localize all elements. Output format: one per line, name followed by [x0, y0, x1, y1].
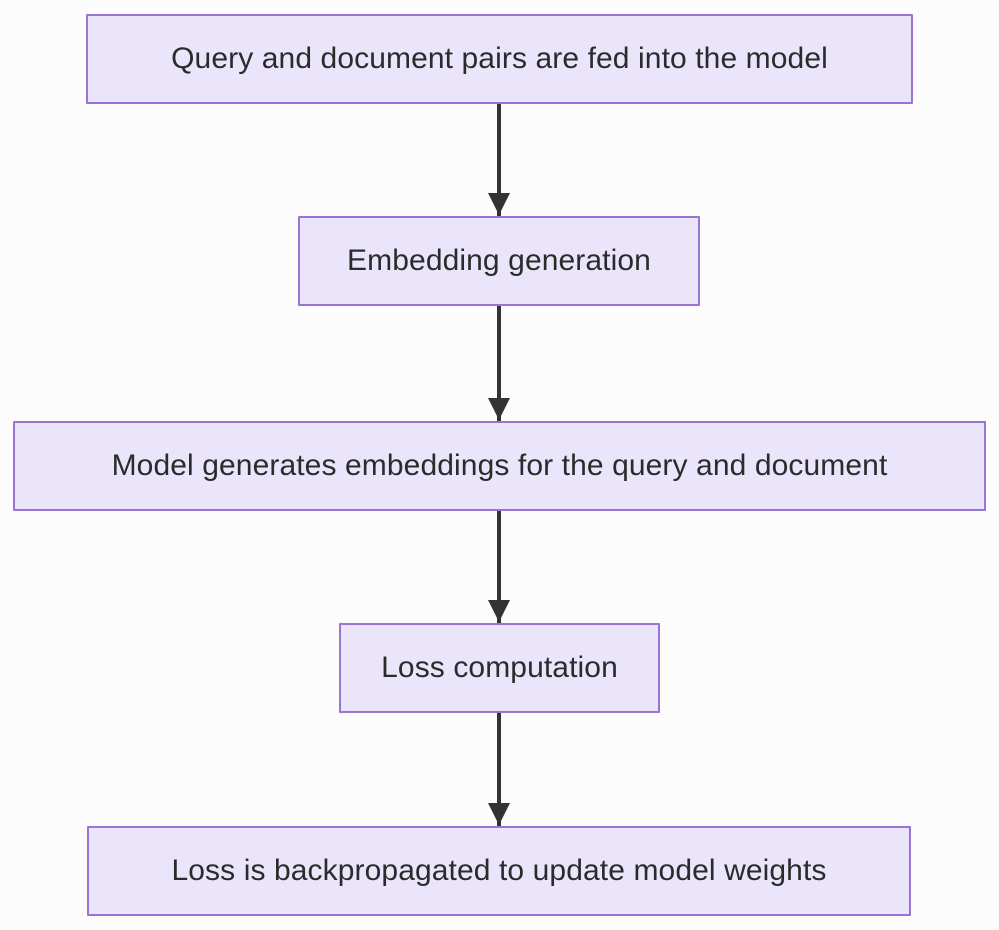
flowchart-node-label: Model generates embeddings for the query… [111, 449, 888, 482]
edge-n3-n4 [488, 713, 510, 826]
edge-n0-n1 [488, 104, 510, 216]
flowchart-node-embedding-generation[interactable]: Embedding generation [298, 216, 700, 306]
flowchart-node-query-document-pairs[interactable]: Query and document pairs are fed into th… [86, 14, 913, 104]
flowchart-node-label: Query and document pairs are fed into th… [171, 42, 828, 75]
flowchart-node-model-generates-embeddings[interactable]: Model generates embeddings for the query… [13, 421, 986, 511]
edge-n1-n2 [488, 306, 510, 421]
flowchart-node-label: Loss is backpropagated to update model w… [171, 854, 827, 887]
edge-n2-n3 [488, 511, 510, 623]
flowchart-node-label: Embedding generation [347, 244, 651, 277]
flowchart-node-loss-backpropagated[interactable]: Loss is backpropagated to update model w… [87, 826, 911, 916]
flowchart-node-label: Loss computation [381, 651, 618, 684]
flowchart-node-loss-computation[interactable]: Loss computation [339, 623, 660, 713]
